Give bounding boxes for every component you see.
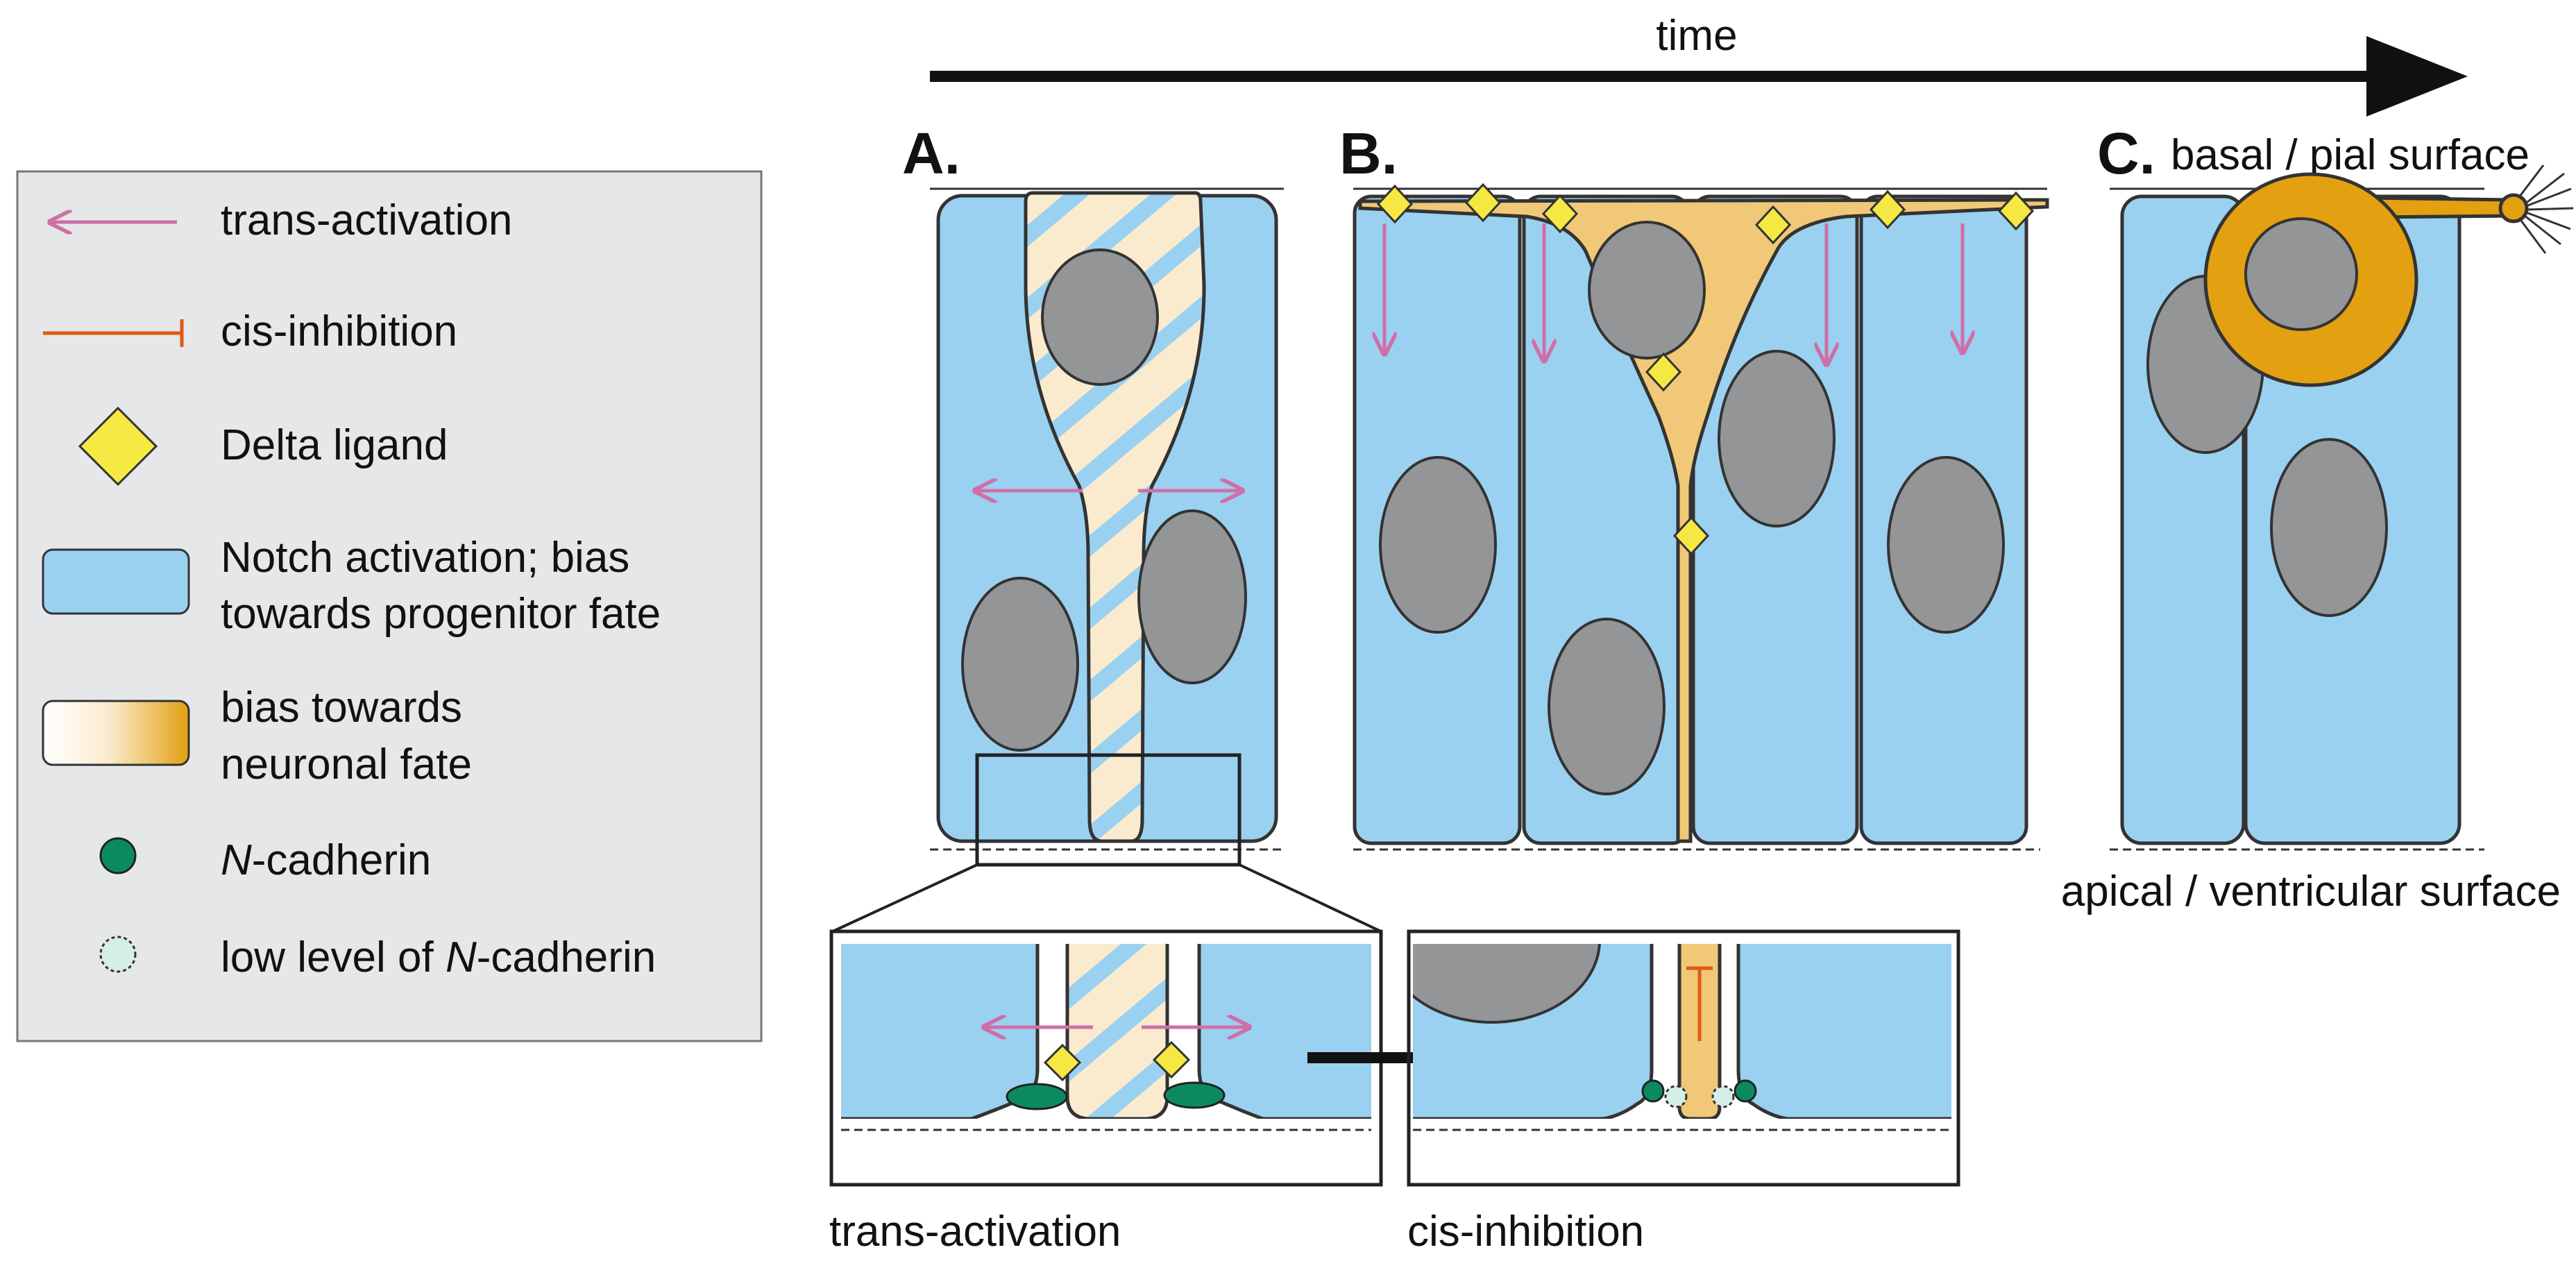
delta-ligand-icon <box>1376 184 1414 224</box>
progenitor-cell <box>1199 944 1371 1119</box>
inset-caption-cis-inhibition: cis-inhibition <box>1407 1208 1644 1256</box>
legend-item-cis-inhibition: cis-inhibition <box>43 307 457 355</box>
panel-b-letter: B. <box>1339 121 1398 186</box>
legend-label: trans-activation <box>221 196 512 244</box>
growth-cone-tip <box>2498 193 2529 223</box>
time-label: time <box>1656 12 1737 60</box>
cis-inhibition-icon <box>1686 966 1713 1041</box>
progenitor-cell <box>841 944 1037 1119</box>
nucleus <box>2270 438 2388 617</box>
legend-item-neuronal-bias: bias towards neuronal fate <box>42 684 472 788</box>
orange-t-bar-icon <box>43 319 184 347</box>
zoom-line <box>1239 863 1382 933</box>
nucleus <box>1548 618 1666 795</box>
delta-ligand-icon <box>1541 194 1579 234</box>
gradient-swatch-icon <box>42 700 190 766</box>
blue-swatch-icon <box>42 548 190 615</box>
panel-a: A. <box>832 121 1382 933</box>
panel-c-letter: C. <box>2097 121 2155 186</box>
nucleus <box>1041 248 1159 386</box>
inset-trans-activation: trans-activation <box>829 929 1383 1256</box>
zoom-box <box>975 753 1242 867</box>
inset-frame <box>1407 929 1960 1187</box>
legend-item-trans-activation: trans-activation <box>50 196 512 244</box>
legend-item-n-cadherin: N-cadherin <box>99 836 431 884</box>
nucleus <box>2244 217 2358 331</box>
delta-ligand-icon <box>1645 352 1682 392</box>
legend-label: towards progenitor fate <box>221 590 661 638</box>
legend: trans-activation cis-inhibition Delta li… <box>16 170 763 1042</box>
legend-label: bias towards <box>221 684 462 732</box>
n-cadherin-icon <box>1641 1079 1665 1103</box>
nucleus <box>1379 456 1497 634</box>
legend-label: cis-inhibition <box>221 307 457 355</box>
delta-ligand-icon <box>1152 1040 1191 1079</box>
legend-label: Delta ligand <box>221 421 448 469</box>
time-arrow: time <box>930 12 2468 117</box>
progenitor-cell <box>1738 944 1951 1119</box>
legend-item-notch-activation: Notch activation; bias towards progenito… <box>42 534 661 638</box>
green-dot-icon <box>99 837 137 874</box>
basal-surface-label: basal / pial surface <box>2171 131 2530 179</box>
delta-ligand-icon <box>1043 1043 1082 1082</box>
nucleus <box>1887 456 2005 634</box>
legend-label: low level of N-cadherin <box>221 933 656 981</box>
neuronal-cell <box>1358 198 2049 843</box>
delta-ligand-icon <box>1997 191 2035 231</box>
nucleus <box>1718 350 1836 527</box>
delta-ligand-icon <box>1869 189 1906 230</box>
low-n-cadherin-icon <box>1711 1085 1735 1108</box>
legend-label: neuronal fate <box>221 741 472 788</box>
delta-ligand-icon <box>1464 183 1502 223</box>
nucleus <box>1137 509 1247 684</box>
panel-a-letter: A. <box>902 121 960 186</box>
legend-label: Notch activation; bias <box>221 534 629 582</box>
n-cadherin-icon <box>1734 1079 1757 1103</box>
migrating-neuron <box>2203 164 2574 387</box>
legend-item-low-n-cadherin: low level of N-cadherin <box>99 933 656 981</box>
delta-ligand-icon <box>1672 516 1710 556</box>
low-dot-icon <box>99 936 137 973</box>
legend-item-delta-ligand: Delta ligand <box>78 406 448 487</box>
nucleus <box>1413 944 1601 1024</box>
time-arrowhead <box>2366 36 2468 117</box>
apical-surface-label: apical / ventricular surface <box>2061 868 2561 915</box>
nucleus <box>961 577 1079 752</box>
nucleus <box>1588 221 1706 360</box>
delta-ligand-icon <box>1754 205 1792 245</box>
panel-c: C. basal / pial surface apical / ventric… <box>2061 121 2574 915</box>
zoom-line <box>832 863 978 933</box>
panel-b: B. <box>1339 121 2049 851</box>
filopodia-icon <box>2518 164 2574 254</box>
legend-label: N-cadherin <box>221 836 431 884</box>
low-n-cadherin-icon <box>1664 1085 1688 1108</box>
yellow-diamond-icon <box>78 406 158 487</box>
inset-caption-trans-activation: trans-activation <box>829 1208 1121 1256</box>
delta-ligands <box>1376 183 2035 556</box>
n-cadherin-icon <box>1006 1083 1068 1110</box>
n-cadherin-icon <box>1163 1081 1226 1109</box>
inset-cis-inhibition: cis-inhibition <box>1407 929 1960 1256</box>
